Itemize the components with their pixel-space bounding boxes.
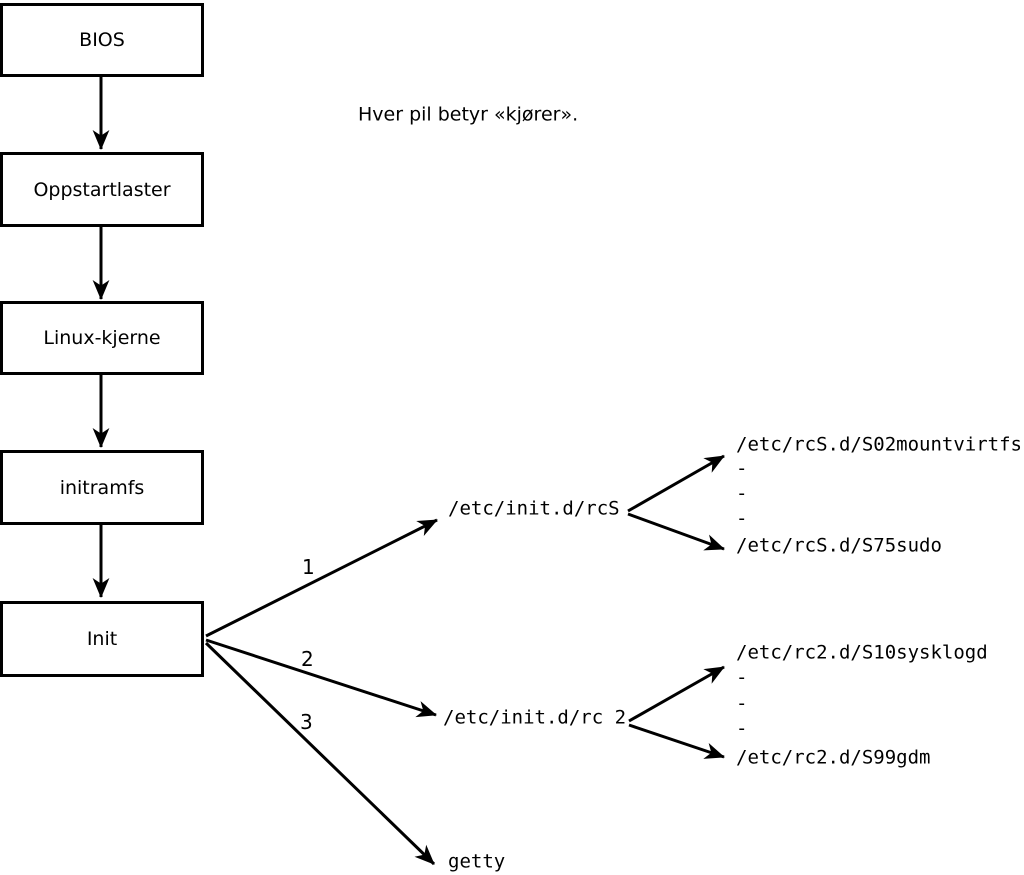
arrow-rc2-to-first: [628, 665, 725, 723]
flow-box-initramfs: initramfs: [0, 450, 204, 525]
script-rc2-child-first: /etc/rc2.d/S10sysklogd: [736, 641, 988, 664]
arrow-init-to-getty: [204, 641, 436, 866]
flow-box-initramfs-label: initramfs: [59, 476, 145, 499]
script-rcS-child-first: /etc/rcS.d/S02mountvirtfs: [736, 433, 1022, 456]
arrow-label-2: 2: [301, 647, 314, 671]
flow-box-bios-label: BIOS: [79, 29, 125, 51]
script-rc2-child-ellipsis-1: -: [736, 666, 748, 689]
arrow-init-to-rcS: [205, 518, 438, 638]
flow-box-linux-kernel: Linux-kjerne: [0, 301, 204, 375]
arrow-rcS-to-last: [627, 512, 725, 551]
script-rcS-child-ellipsis-2: -: [736, 482, 748, 505]
flow-box-bootloader-label: Oppstartlaster: [33, 178, 171, 201]
script-rc2-child-ellipsis-2: -: [736, 692, 748, 715]
script-rcS: /etc/init.d/rcS: [448, 497, 620, 520]
flow-box-bootloader: Oppstartlaster: [0, 152, 204, 227]
script-getty: getty: [448, 850, 506, 873]
script-rc2-child-ellipsis-3: -: [736, 717, 748, 740]
legend-note: Hver pil betyr «kjører».: [358, 103, 579, 126]
arrow-label-3: 3: [300, 710, 313, 734]
arrow-init-to-rc2: [205, 638, 437, 718]
flow-box-linux-kernel-label: Linux-kjerne: [43, 327, 161, 349]
flow-box-init: Init: [0, 601, 204, 677]
flow-box-bios: BIOS: [0, 3, 204, 77]
script-rcS-child-ellipsis-1: -: [736, 457, 748, 480]
script-rc2: /etc/init.d/rc 2: [443, 706, 627, 729]
arrow-rcS-to-first: [627, 454, 725, 513]
script-rc2-child-last: /etc/rc2.d/S99gdm: [736, 746, 931, 769]
script-rcS-child-last: /etc/rcS.d/S75sudo: [736, 534, 942, 557]
flow-box-init-label: Init: [86, 628, 118, 650]
arrow-rc2-to-last: [628, 723, 725, 759]
script-rcS-child-ellipsis-3: -: [736, 507, 748, 530]
arrow-label-1: 1: [302, 555, 315, 579]
